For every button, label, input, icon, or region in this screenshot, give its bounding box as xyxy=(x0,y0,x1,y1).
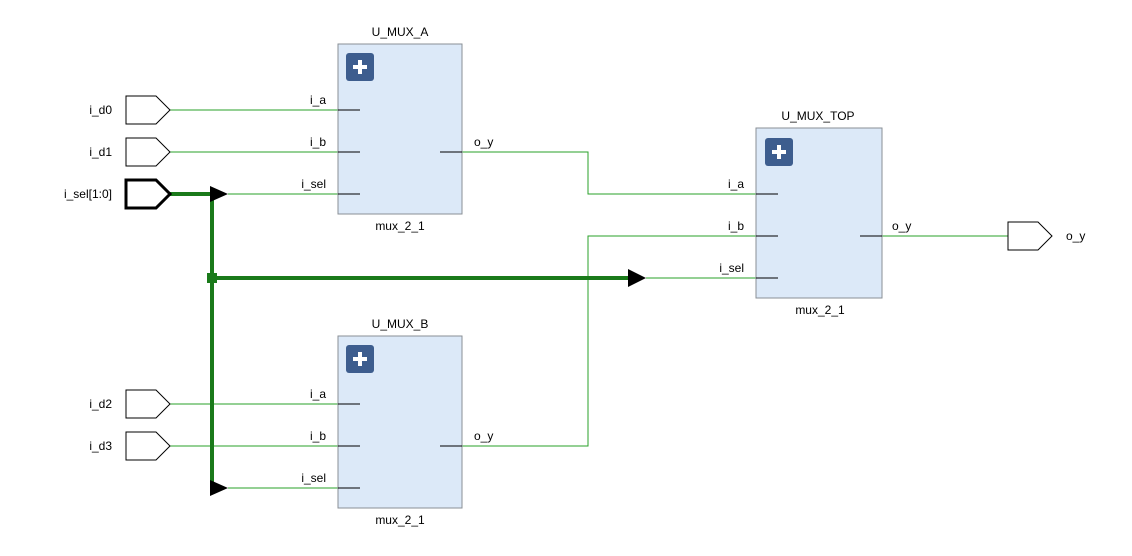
output-port-o-y[interactable]: o_y xyxy=(1007,221,1085,251)
wires xyxy=(170,109,1008,489)
cell-instance-name: U_MUX_B xyxy=(372,317,429,331)
port-label: i_d3 xyxy=(89,439,112,453)
input-port-i-d3[interactable]: i_d3 xyxy=(89,431,171,461)
pin-label: i_a xyxy=(310,387,326,401)
cell-u-mux-top[interactable]: U_MUX_TOP i_a i_b i_sel o_y mux_2_1 xyxy=(719,109,911,317)
net-mux-b-out[interactable] xyxy=(440,235,778,447)
expand-icon[interactable] xyxy=(765,138,793,166)
pin-label: o_y xyxy=(474,429,493,443)
cell-u-mux-a[interactable]: U_MUX_A i_a i_b i_sel o_y mux_2_1 xyxy=(301,25,493,233)
pin-label: i_sel xyxy=(301,177,326,191)
expand-icon[interactable] xyxy=(346,53,374,81)
port-label: o_y xyxy=(1066,229,1085,243)
cell-type-name: mux_2_1 xyxy=(375,513,425,527)
pin-label: o_y xyxy=(474,135,493,149)
cell-instance-name: U_MUX_A xyxy=(372,25,429,39)
input-port-i-d1[interactable]: i_d1 xyxy=(89,137,171,167)
pin-label: i_a xyxy=(728,177,744,191)
port-label: i_d0 xyxy=(89,103,112,117)
bus-arrow-sel-b xyxy=(210,480,228,496)
bus-arrow-sel-a xyxy=(210,186,228,202)
pin-label: i_b xyxy=(728,219,744,233)
pin-label: i_sel xyxy=(719,261,744,275)
input-port-i-sel[interactable]: i_sel[1:0] xyxy=(64,178,173,210)
pin-label: o_y xyxy=(892,219,911,233)
cell-u-mux-b[interactable]: U_MUX_B i_a i_b i_sel o_y mux_2_1 xyxy=(301,317,493,527)
cell-instance-name: U_MUX_TOP xyxy=(781,109,854,123)
bus-arrow-sel-top xyxy=(628,269,646,287)
bus-junction xyxy=(207,273,217,283)
expand-icon[interactable] xyxy=(346,345,374,373)
net-mux-a-out[interactable] xyxy=(440,151,778,195)
cell-type-name: mux_2_1 xyxy=(795,303,845,317)
cell-type-name: mux_2_1 xyxy=(375,219,425,233)
input-port-i-d2[interactable]: i_d2 xyxy=(89,389,171,419)
sel-bus[interactable] xyxy=(168,186,646,496)
port-label: i_sel[1:0] xyxy=(64,187,112,201)
pin-label: i_sel xyxy=(301,471,326,485)
pin-label: i_a xyxy=(310,93,326,107)
input-port-i-d0[interactable]: i_d0 xyxy=(89,95,171,125)
port-label: i_d1 xyxy=(89,145,112,159)
port-label: i_d2 xyxy=(89,397,112,411)
pin-label: i_b xyxy=(310,429,326,443)
pin-label: i_b xyxy=(310,135,326,149)
